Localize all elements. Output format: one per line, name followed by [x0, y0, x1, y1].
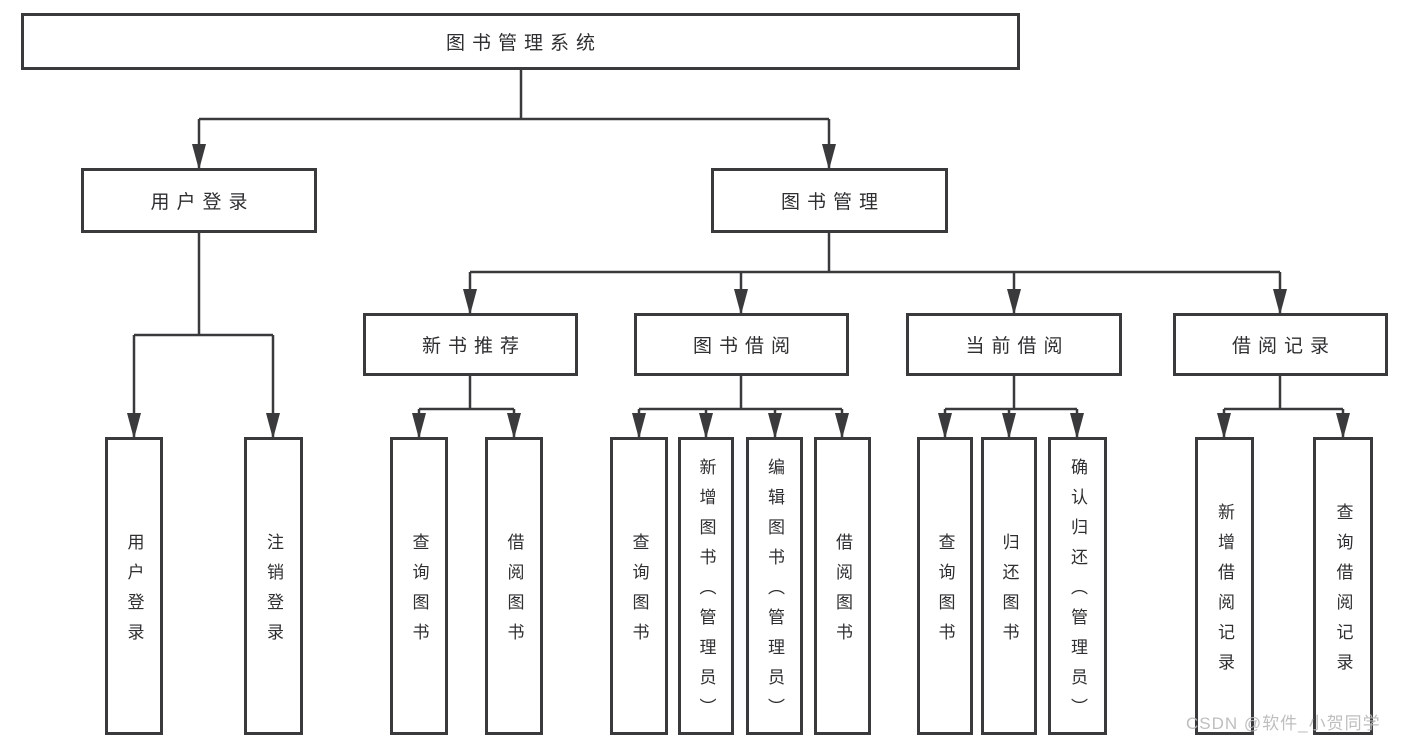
node-new-book-recommend-label: 新书推荐 — [421, 336, 526, 357]
leaf-label: 归还图书 — [999, 532, 1019, 653]
node-root: 图书管理系统 — [21, 13, 1020, 70]
node-borrow-record-label: 借阅记录 — [1231, 336, 1336, 357]
leaf-borrow-books-1: 借阅图书 — [485, 437, 543, 735]
leaf-borrow-books-2: 借阅图书 — [814, 437, 871, 735]
leaf-query-borrow-record: 查询借阅记录 — [1313, 437, 1373, 735]
leaf-label: 查询图书 — [629, 532, 649, 653]
leaf-query-books-3: 查询图书 — [917, 437, 973, 735]
leaf-add-books-admin: 新增图书（管理员） — [678, 437, 734, 735]
node-user-login: 用户登录 — [81, 168, 317, 233]
leaf-label: 查询图书 — [409, 532, 429, 653]
node-book-management: 图书管理 — [711, 168, 948, 233]
leaf-label: 借阅图书 — [504, 532, 524, 653]
node-book-management-label: 图书管理 — [780, 192, 885, 213]
node-book-borrow-label: 图书借阅 — [692, 336, 797, 357]
leaf-return-books: 归还图书 — [981, 437, 1037, 735]
leaf-label: 用户登录 — [124, 532, 144, 653]
leaf-label: 借阅图书 — [833, 532, 852, 653]
node-book-borrow: 图书借阅 — [634, 313, 849, 376]
leaf-label: 新增借阅记录 — [1215, 502, 1234, 683]
leaf-label: 注销登录 — [264, 532, 283, 653]
leaf-add-borrow-record: 新增借阅记录 — [1195, 437, 1254, 735]
node-borrow-record: 借阅记录 — [1173, 313, 1388, 376]
node-user-login-label: 用户登录 — [150, 192, 255, 213]
leaf-edit-books-admin: 编辑图书（管理员） — [746, 437, 803, 735]
node-root-label: 图书管理系统 — [445, 33, 602, 54]
leaf-logout: 注销登录 — [244, 437, 303, 735]
leaf-label: 确认归还（管理员） — [1068, 457, 1087, 728]
leaf-label: 编辑图书（管理员） — [765, 457, 784, 728]
csdn-watermark: CSDN @软件_小贺同学 — [1186, 714, 1381, 733]
leaf-query-books-1: 查询图书 — [390, 437, 448, 735]
node-new-book-recommend: 新书推荐 — [363, 313, 578, 376]
leaf-query-books-2: 查询图书 — [610, 437, 668, 735]
node-current-borrow-label: 当前借阅 — [965, 336, 1070, 357]
node-current-borrow: 当前借阅 — [906, 313, 1122, 376]
leaf-label: 查询图书 — [935, 532, 955, 653]
leaf-user-login: 用户登录 — [105, 437, 163, 735]
leaf-label: 新增图书（管理员） — [696, 457, 716, 728]
leaf-confirm-return-admin: 确认归还（管理员） — [1048, 437, 1107, 735]
leaf-label: 查询借阅记录 — [1333, 502, 1353, 683]
